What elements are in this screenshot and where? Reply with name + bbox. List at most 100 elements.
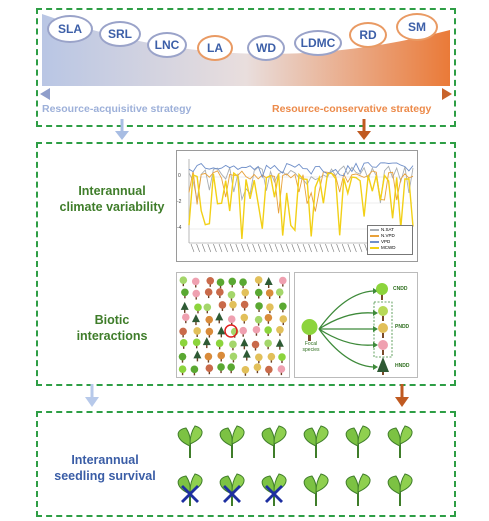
x-tick-mark xyxy=(235,243,240,253)
forest-tree-icon xyxy=(178,352,187,363)
seedling-survival-panel xyxy=(36,411,456,517)
x-tick-mark xyxy=(207,243,212,253)
x-tick-mark xyxy=(319,243,324,253)
forest-tree-icon xyxy=(241,288,250,299)
forest-tree-icon xyxy=(193,350,202,362)
forest-tree-icon xyxy=(277,365,286,376)
forest-tree-icon xyxy=(216,278,225,289)
forest-tree-icon xyxy=(264,326,272,337)
focal-species-label: Focal species xyxy=(302,341,320,353)
forest-tree-icon xyxy=(279,302,287,313)
x-tick-mark xyxy=(313,243,318,253)
x-tick-mark xyxy=(358,243,363,253)
x-tick-mark xyxy=(218,243,223,253)
forest-tree-icon xyxy=(264,277,273,289)
x-tick-mark xyxy=(347,243,352,253)
trait-sla: SLA xyxy=(47,15,93,43)
forest-tree-icon xyxy=(264,313,273,324)
forest-tree-icon xyxy=(276,326,284,336)
forest-tree-icon xyxy=(181,313,190,324)
climate-series-n-vpd xyxy=(188,170,414,214)
seedling-icon xyxy=(219,425,245,458)
conservative-down-arrow xyxy=(357,119,371,140)
legend-item-nvpd: N.VPD xyxy=(370,233,410,239)
x-tick-mark xyxy=(274,243,279,253)
pndd-label: PNDD xyxy=(395,324,410,330)
forest-tree-icon xyxy=(218,301,227,311)
x-tick-mark xyxy=(336,243,340,253)
x-tick-mark xyxy=(246,243,251,253)
dead-seedling-icon xyxy=(219,473,245,506)
x-tick-mark xyxy=(257,243,262,253)
forest-tree-icon xyxy=(205,364,214,375)
forest-tree-icon xyxy=(229,340,237,351)
focal-tree-highlight xyxy=(224,324,238,338)
forest-tree-icon xyxy=(204,288,213,299)
seedling-icon xyxy=(387,425,413,458)
related-tree-icon-2 xyxy=(378,323,388,338)
forest-tree-icon xyxy=(202,337,211,349)
seedling-survival-title: Interannual seedling survival xyxy=(54,453,156,483)
hndd-label: HNDD xyxy=(395,363,410,369)
forest-tree-icon xyxy=(229,300,237,311)
conspecific-tree-icon xyxy=(376,283,388,300)
climate-series-mcwd xyxy=(188,171,414,240)
forest-tree-icon xyxy=(228,277,237,288)
x-tick-mark xyxy=(297,243,301,253)
forest-tree-icon xyxy=(179,339,188,349)
forest-plot-illustration xyxy=(176,272,290,378)
forest-tree-icon xyxy=(179,276,188,287)
conservative-survival-arrow xyxy=(395,384,409,407)
forest-tree-icon xyxy=(240,338,249,350)
seedling-icon xyxy=(387,473,413,506)
trait-srl: SRL xyxy=(99,21,141,47)
acquisitive-down-arrow xyxy=(115,119,129,140)
strategy-gradient-wedge xyxy=(42,14,450,86)
x-tick-mark xyxy=(291,243,296,253)
forest-tree-icon xyxy=(179,327,187,338)
x-tick-mark xyxy=(241,243,245,253)
x-tick-mark xyxy=(196,243,200,253)
forest-tree-icon xyxy=(254,288,263,299)
forest-tree-icon xyxy=(267,352,276,363)
forest-tree-icon xyxy=(253,363,262,374)
forest-tree-icon xyxy=(275,288,284,299)
drivers-panel xyxy=(36,142,456,386)
forest-tree-icon xyxy=(178,365,187,376)
climate-variability-title: Interannual climate variability xyxy=(59,184,165,214)
x-tick-mark xyxy=(341,243,346,253)
acquisitive-strategy-label: Resource-acquisitive strategy xyxy=(42,103,192,115)
x-tick-mark xyxy=(224,243,228,253)
x-tick-mark xyxy=(269,243,273,253)
forest-tree-icon xyxy=(240,313,249,324)
forest-tree-icon xyxy=(227,363,235,374)
seedling-icon xyxy=(177,425,203,458)
dead-seedling-icon xyxy=(261,473,287,506)
forest-tree-icon xyxy=(216,288,224,299)
forest-tree-icon xyxy=(194,303,202,314)
x-tick-mark xyxy=(325,243,329,253)
forest-tree-icon xyxy=(254,276,263,286)
forest-tree-icon xyxy=(265,289,274,299)
forest-tree-icon xyxy=(278,353,286,364)
forest-tree-icon xyxy=(240,300,249,311)
focal-tree-icon xyxy=(301,319,318,341)
x-tick-mark xyxy=(285,243,290,253)
trait-rd: RD xyxy=(349,22,387,48)
x-tick-mark xyxy=(353,243,357,253)
legend-item-mcwd: MCWD xyxy=(370,245,410,251)
forest-tree-icon xyxy=(239,326,247,337)
x-tick-mark xyxy=(201,243,206,253)
x-tick-mark xyxy=(308,243,312,253)
forest-tree-icon xyxy=(192,289,201,300)
seedling-icon xyxy=(345,473,371,506)
forest-tree-icon xyxy=(251,340,260,351)
forest-tree-icon xyxy=(254,315,263,326)
trait-wd: WD xyxy=(247,35,285,61)
biotic-interactions-title: Biotic interactions xyxy=(76,313,148,343)
y-tick-minus4: -4 xyxy=(177,225,182,231)
climate-series-plot xyxy=(188,159,414,253)
forest-tree-icon xyxy=(227,291,236,301)
forest-tree-icon xyxy=(229,352,238,363)
forest-tree-icon xyxy=(215,339,224,350)
